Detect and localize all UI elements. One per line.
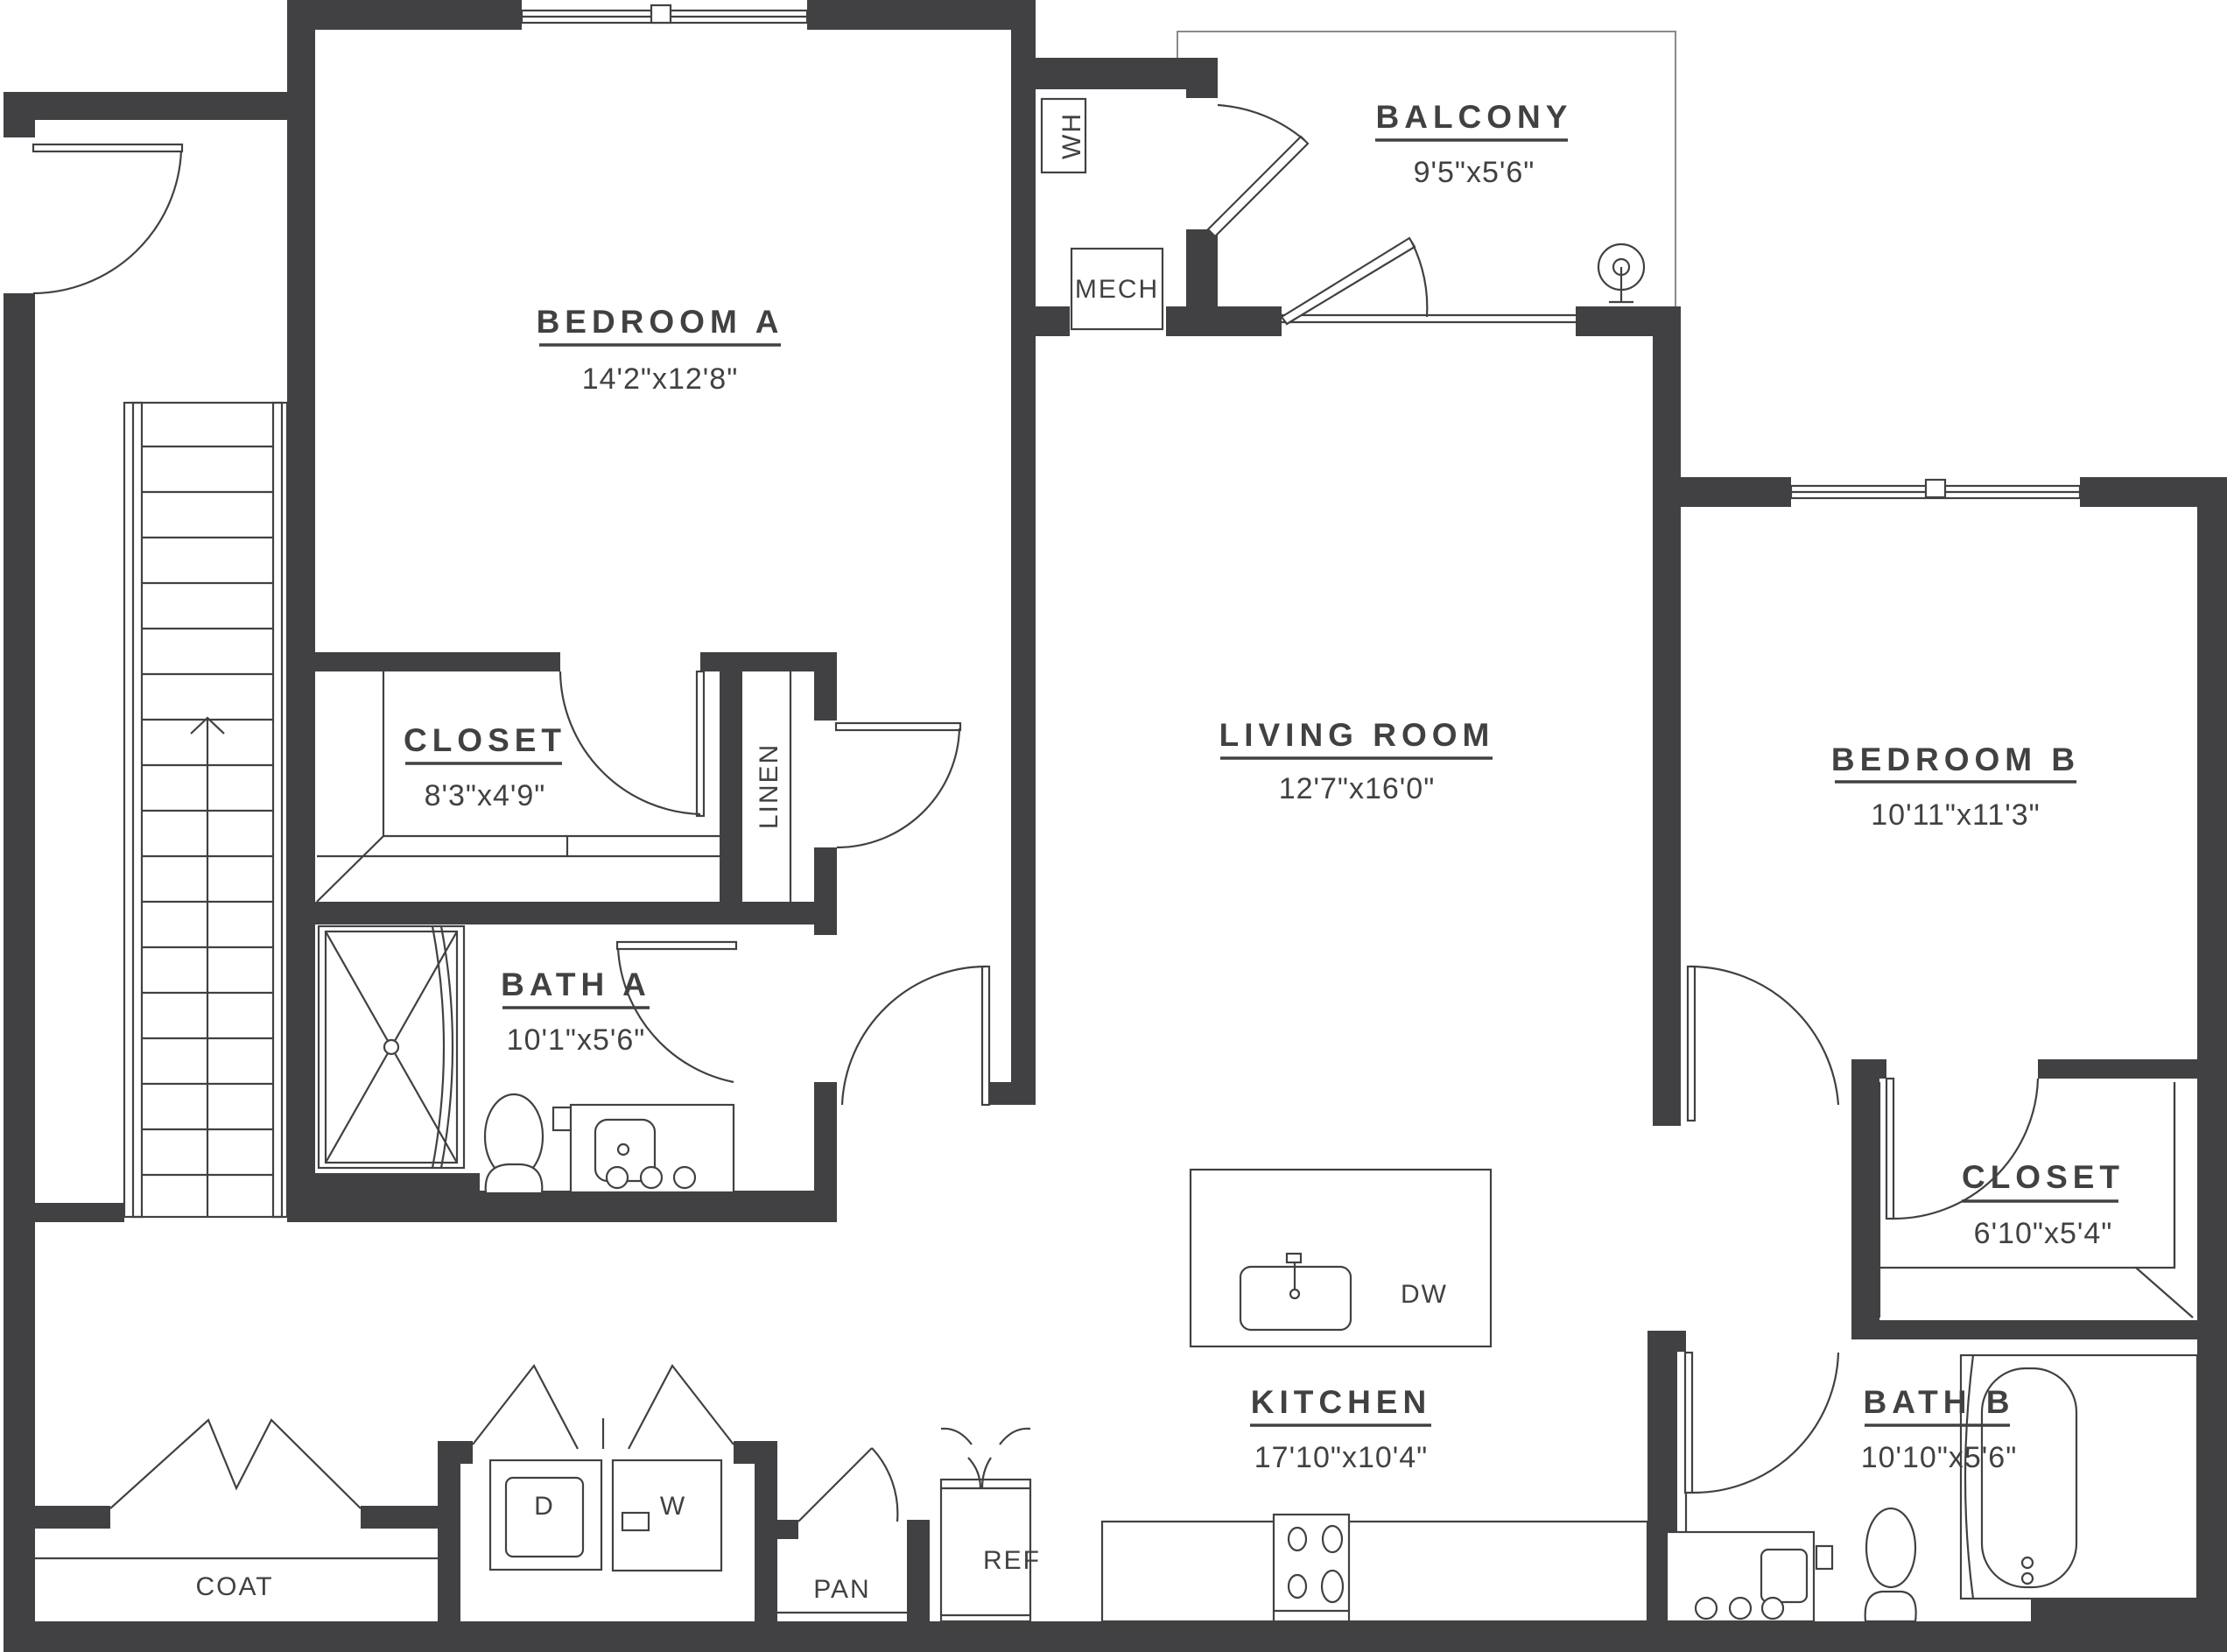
bath-b-name: BATH B <box>1863 1384 2014 1420</box>
pantry-label: PAN <box>813 1575 870 1604</box>
bedroom-a-dims: 14'2"x12'8" <box>582 362 739 396</box>
bath-b-dims: 10'10"x5'6" <box>1861 1441 2018 1474</box>
living-room-dims: 12'7"x16'0" <box>1279 772 1436 805</box>
fixture-labels: WH MECH LINEN COAT D W PAN REF DW <box>195 112 1448 1604</box>
bath-b-fixtures <box>1665 1351 2199 1623</box>
stairs <box>123 401 289 1219</box>
kitchen-name: KITCHEN <box>1251 1384 1431 1420</box>
linen-label: LINEN <box>755 743 783 829</box>
balcony-name: BALCONY <box>1376 99 1573 135</box>
living-room-name: LIVING ROOM <box>1219 717 1495 753</box>
room-labels: BEDROOM A 14'2"x12'8" BALCONY 9'5"x5'6" … <box>404 99 2125 1474</box>
dishwasher-label: DW <box>1401 1280 1448 1309</box>
bedroom-b-dims: 10'11"x11'3" <box>1871 798 2040 832</box>
refrigerator-label: REF <box>983 1546 1041 1575</box>
windows <box>520 4 2082 500</box>
closet-a-name: CLOSET <box>404 722 566 758</box>
washer-label: W <box>660 1492 686 1521</box>
closet-b-dims: 6'10"x5'4" <box>1974 1217 2113 1250</box>
kitchen-fixtures <box>35 1168 1649 1623</box>
kitchen-dims: 17'10"x10'4" <box>1254 1441 1429 1474</box>
mech-area <box>1040 97 1164 331</box>
balcony-dims: 9'5"x5'6" <box>1414 156 1535 189</box>
closet-a-dims: 8'3"x4'9" <box>425 779 546 812</box>
walls <box>4 0 2227 1652</box>
bedroom-b-fixtures <box>1686 965 2194 1318</box>
bedroom-b-name: BEDROOM B <box>1831 742 2080 777</box>
bedroom-a-name: BEDROOM A <box>537 304 784 340</box>
closet-a-fixtures <box>316 670 962 903</box>
bath-a-name: BATH A <box>501 967 651 1002</box>
bedroom-a-door[interactable] <box>840 965 991 1107</box>
balcony-outline <box>1177 31 1676 326</box>
water-heater-label: WH <box>1057 112 1086 159</box>
coat-label: COAT <box>195 1572 273 1601</box>
bath-a-fixtures <box>317 924 738 1195</box>
bath-a-dims: 10'1"x5'6" <box>507 1023 646 1057</box>
mech-label: MECH <box>1075 275 1159 304</box>
entry-door[interactable] <box>32 143 184 295</box>
dryer-label: D <box>534 1492 555 1521</box>
closet-b-name: CLOSET <box>1962 1159 2125 1195</box>
